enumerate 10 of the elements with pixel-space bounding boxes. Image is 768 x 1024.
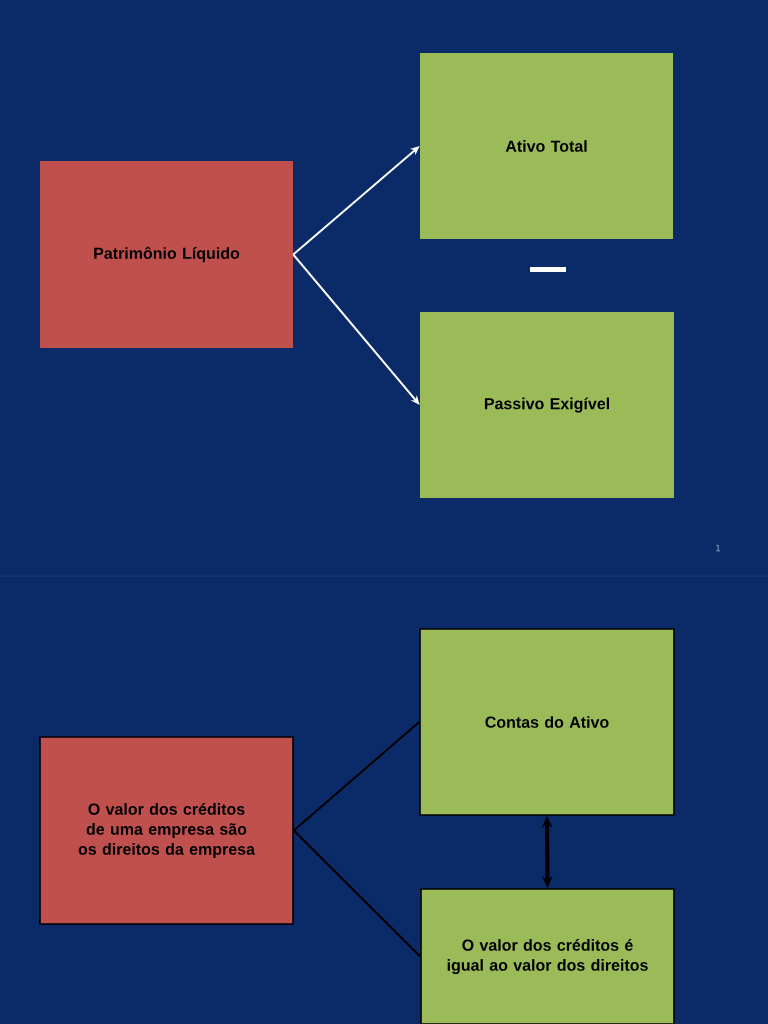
connector-line <box>292 829 422 958</box>
concept-box: Ativo Total <box>420 53 673 239</box>
connector-line <box>292 721 421 832</box>
concept-box: O valor dos créditos é igual ao valor dos direitos <box>420 888 675 1024</box>
concept-box: Contas do Ativo <box>419 628 675 816</box>
arrow <box>292 253 420 405</box>
page-number: 1 <box>716 544 721 552</box>
concept-box: Passivo Exigível <box>420 312 674 498</box>
statement-box: O valor dos créditos de uma empresa são os direitos da empresa <box>39 736 294 925</box>
statement-box: Patrimônio Líquido <box>40 161 293 348</box>
